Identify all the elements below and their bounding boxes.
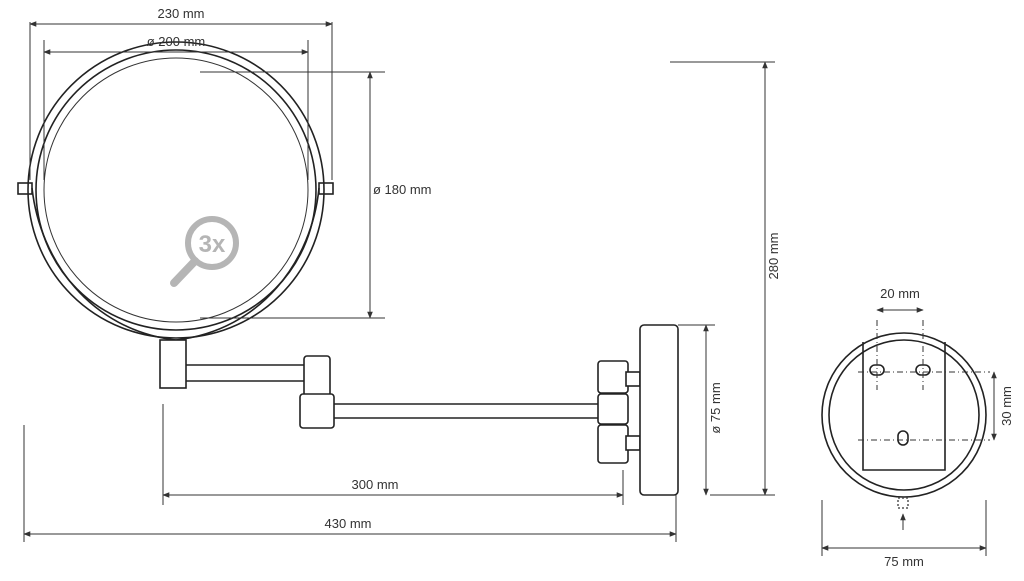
left-pivot-pin — [17, 182, 33, 195]
swing-arm — [186, 324, 679, 496]
dim-430-label: 430 mm — [325, 516, 372, 531]
dim-180-label: ø 180 mm — [373, 182, 432, 197]
dim-20-label: 20 mm — [880, 286, 920, 301]
wall-plate-front-view — [821, 320, 990, 530]
mirror-frame-inner — [35, 49, 317, 331]
dim-300-label: 300 mm — [352, 477, 399, 492]
dimension-lines — [23, 21, 997, 556]
dim-230-label: 230 mm — [158, 6, 205, 21]
right-pivot-pin — [318, 182, 334, 195]
dim-200-label: ø 200 mm — [147, 34, 206, 49]
magnification-label: 3x — [199, 231, 226, 258]
dim-75-dia-label: ø 75 mm — [708, 382, 723, 433]
dim-280-label: 280 mm — [766, 233, 781, 280]
arm-joint-lower — [299, 393, 335, 429]
dim-75-label: 75 mm — [884, 554, 924, 569]
mirror-glass — [43, 57, 309, 323]
mirror-head — [17, 41, 334, 389]
mirror-frame-outer — [27, 41, 325, 339]
dim-30-label: 30 mm — [999, 386, 1014, 426]
mirror-collar — [159, 339, 187, 389]
dimension-labels: 230 mm ø 200 mm ø 180 mm 280 mm ø 75 mm … — [147, 6, 1014, 569]
arm-joint-upper — [303, 355, 331, 397]
magnifier-icon: 3x — [170, 216, 239, 287]
wall-mount-plate — [639, 324, 679, 496]
